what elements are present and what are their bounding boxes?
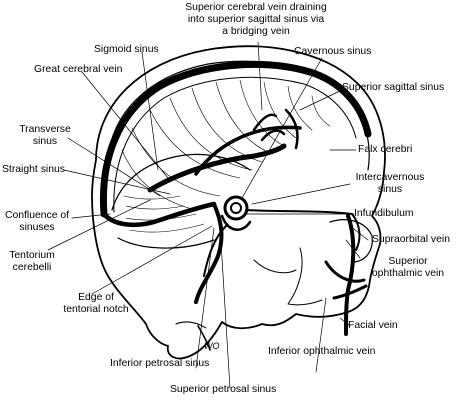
superior-sagittal-sinus-shape — [99, 60, 372, 218]
label-great-cerebral-vein: Great cerebral vein — [34, 64, 123, 75]
transverse-sinus-shape — [101, 201, 217, 228]
label-inferior-petrosal-sinus: Inferior petrosal sinus — [110, 358, 210, 369]
label-superior-sagittal-sinus: Superior sagittal sinus — [342, 82, 445, 93]
ophthalmic-veins-shape — [245, 209, 361, 251]
straight-sinus-shape — [147, 143, 287, 193]
skull-outline — [91, 45, 386, 360]
leader-lines — [47, 41, 369, 389]
label-straight-sinus: Straight sinus — [2, 164, 65, 175]
label-superior-ophthalmic-vein: Superior ophthalmic vein — [371, 256, 445, 279]
label-transverse-sinus: Transverse sinus — [19, 124, 71, 147]
label-falx-cerebri: Falx cerebri — [358, 144, 413, 155]
label-tentorium-cerebelli: Tentorium cerebelli — [9, 250, 55, 273]
bridging-vein-shape — [252, 108, 299, 150]
label-sigmoid-sinus: Sigmoid sinus — [94, 44, 159, 55]
label-intercavernous-sinus: Intercavernous sinus — [355, 172, 425, 195]
label-superior-cerebral-vein: Superior cerebral vein draining into sup… — [185, 2, 327, 37]
sigmoid-sinus-shape — [194, 202, 224, 304]
label-supraorbital-vein: Supraorbital vein — [372, 234, 450, 245]
label-edge-of-tentorial-notch: Edge of tentorial notch — [63, 292, 129, 315]
label-cavernous-sinus: Cavernous sinus — [294, 46, 372, 57]
label-inferior-ophthalmic-vein: Inferior ophthalmic vein — [268, 346, 376, 357]
great-cerebral-vein-shape — [194, 125, 302, 176]
label-facial-vein: Facial vein — [348, 320, 398, 331]
cavernous-sinus-shape — [223, 195, 249, 221]
label-infundibulum: Infundibulum — [354, 208, 414, 219]
label-superior-petrosal-sinus: Superior petrosal sinus — [170, 384, 277, 395]
label-confluence-of-sinuses: Confluence of sinuses — [4, 210, 70, 233]
tentorium-shape — [111, 153, 251, 211]
orbit-shape — [329, 219, 373, 263]
artist-signature: WO — [204, 341, 220, 351]
